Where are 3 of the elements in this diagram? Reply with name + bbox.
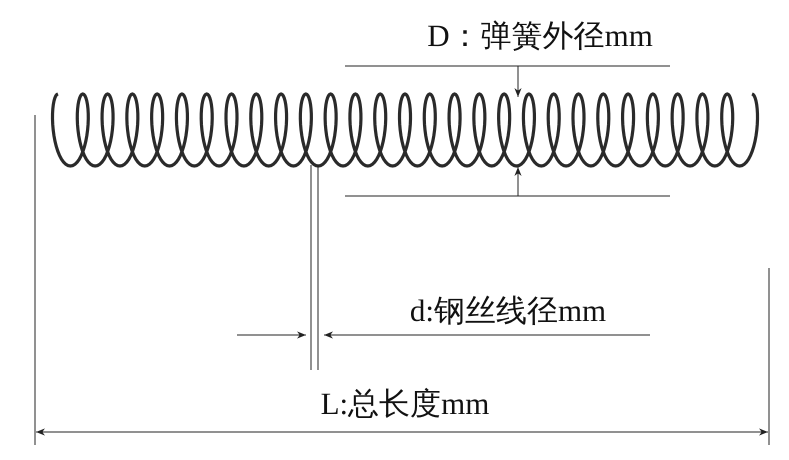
dimension-label: D：弹簧外径mm bbox=[427, 20, 653, 51]
dimension-label: d:钢丝线径mm bbox=[410, 295, 606, 326]
dimension-label: L:总长度mm bbox=[320, 388, 490, 419]
